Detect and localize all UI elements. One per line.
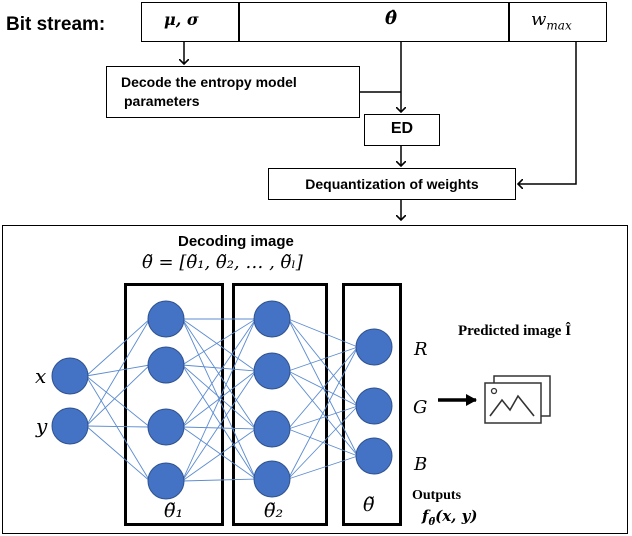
input-node — [51, 407, 89, 445]
ed-label: ED — [390, 120, 414, 137]
network-edge — [181, 370, 257, 482]
f-subscript: θ̃ — [428, 517, 436, 528]
dequant-label: Dequantization of weights — [305, 176, 479, 192]
network-edge — [288, 405, 358, 430]
bitstream-label: Bit stream: — [6, 14, 106, 35]
output-b-label: B — [414, 454, 428, 475]
network-edge — [85, 425, 151, 482]
field-wmax-w: w — [531, 9, 547, 30]
network-edge — [287, 405, 359, 480]
field-divider-2 — [508, 2, 510, 42]
decode-entropy-box — [106, 66, 360, 118]
network-edge — [181, 318, 257, 482]
layer3-frame — [342, 283, 402, 526]
hidden2-node — [253, 352, 291, 390]
dequant-box — [268, 168, 516, 200]
network-edge — [181, 318, 257, 428]
network-edge — [181, 318, 257, 366]
hidden2-node — [253, 300, 291, 338]
network-edge — [288, 455, 358, 480]
f-arguments: (x, y) — [435, 507, 478, 525]
output-node — [355, 437, 393, 475]
network-edge — [86, 425, 150, 428]
hidden2-node — [253, 410, 291, 448]
input-x-label: x — [35, 364, 47, 388]
image-icon — [484, 375, 551, 424]
network-edge — [287, 346, 359, 480]
network-edge — [182, 364, 256, 372]
f-symbol: f — [422, 507, 429, 525]
hidden1-node — [147, 300, 185, 338]
decode-entropy-line2: parameters — [124, 93, 200, 109]
field-mu-sigma: μ, σ — [164, 10, 199, 29]
decode-entropy-line1: Decode the entropy model — [121, 74, 297, 90]
network-edge — [287, 346, 359, 430]
layer1-frame — [124, 283, 224, 526]
ed-box — [364, 114, 440, 146]
network-edge — [288, 346, 358, 372]
theta-equation: θ̃ = [θ̃₁, θ̃₂, … , θ̃ₗ] — [142, 252, 303, 273]
input-y-label: y — [36, 414, 48, 438]
layer1-label: θ̃₁ — [164, 500, 184, 522]
field-divider-1 — [238, 2, 240, 42]
network-edge — [181, 428, 257, 482]
hidden1-node — [147, 346, 185, 384]
bitstream-bar — [141, 2, 607, 42]
output-node — [355, 328, 393, 366]
network-edge — [287, 318, 359, 407]
output-node — [355, 387, 393, 425]
network-edge — [85, 318, 151, 377]
field-wmax-sub: max — [546, 18, 572, 33]
network-edge — [182, 478, 256, 482]
hidden1-node — [147, 408, 185, 446]
network-edge — [85, 364, 151, 427]
network-edge — [181, 318, 257, 430]
input-node — [51, 357, 89, 395]
layer3-label: θ̃ — [363, 494, 375, 516]
predicted-image-label: Predicted image Î — [458, 323, 572, 339]
arrow-wmax-to-dequant — [518, 42, 577, 184]
network-edge — [85, 375, 151, 428]
network-edge — [181, 426, 257, 480]
output-r-label: R — [414, 339, 428, 360]
arrow-right-icon — [438, 394, 477, 406]
field-theta-hat: θ̂ — [385, 8, 398, 29]
hidden1-node — [147, 462, 185, 500]
network-edge — [181, 364, 257, 480]
network-edge — [288, 318, 358, 348]
outputs-label: Outputs — [412, 488, 462, 503]
network-edge — [86, 364, 150, 377]
network-edge — [182, 426, 256, 430]
f-expression: fθ̃(x, y) — [422, 507, 477, 528]
output-g-label: G — [413, 397, 428, 418]
network-edge — [181, 318, 257, 372]
decoding-title: Decoding image — [178, 233, 294, 250]
hidden2-node — [253, 460, 291, 498]
field-wmax: wmax — [531, 9, 572, 33]
network-edge — [181, 364, 257, 430]
network-edge — [85, 318, 151, 427]
layer2-label: θ̃₂ — [264, 500, 284, 522]
network-edge — [85, 375, 151, 482]
